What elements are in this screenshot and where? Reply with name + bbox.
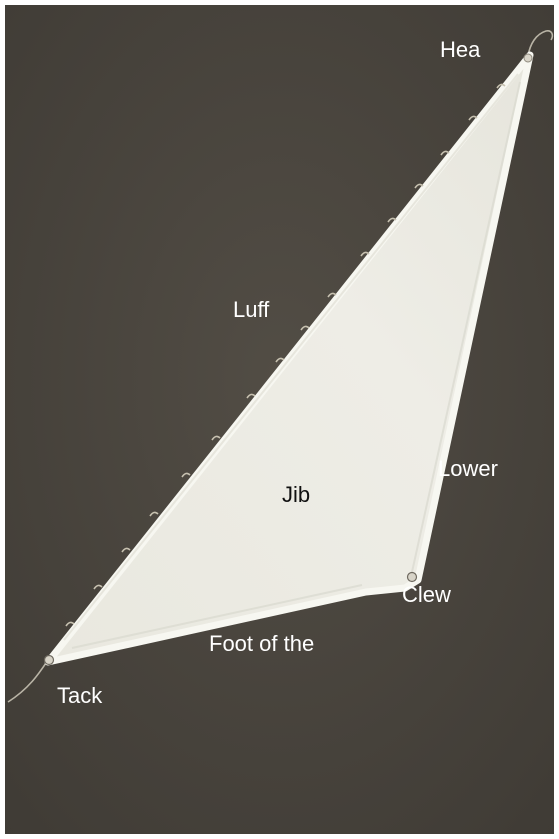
- jib-label: Jib: [282, 484, 310, 506]
- luff-label: Luff: [233, 299, 269, 321]
- head-grommet: [524, 54, 532, 62]
- tack-label: Tack: [57, 685, 102, 707]
- foot-label: Foot of the: [209, 633, 314, 655]
- tack-grommet: [45, 656, 54, 665]
- clew-label: Clew: [402, 584, 451, 606]
- lower-label: Lower: [438, 458, 498, 480]
- head-label: Hea: [440, 39, 480, 61]
- clew-grommet: [408, 573, 417, 582]
